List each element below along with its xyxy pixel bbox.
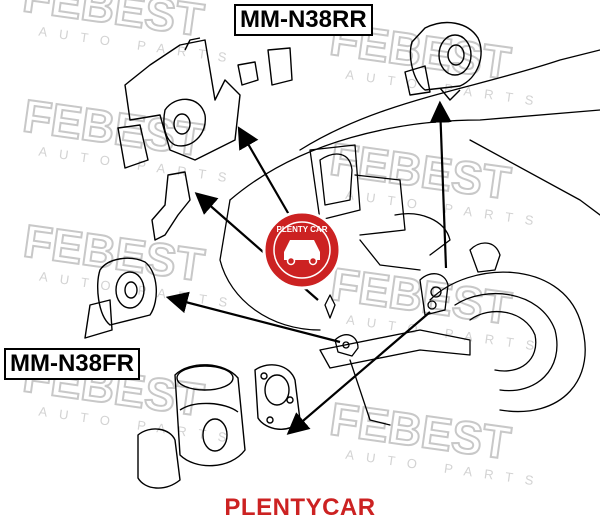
footer-brand: PLENTYCAR [224,494,376,521]
fender-outline [299,49,600,151]
rod [324,294,336,319]
strut-tower [469,242,501,273]
front-mount-part [84,257,157,339]
mount-bolt [342,341,350,349]
body-line [469,139,600,216]
arrow-lower-mount [286,311,431,435]
arrow-upper-bracket [237,126,296,226]
wheel-arch-outer [429,271,586,413]
engine-detail [354,174,406,236]
subframe [349,359,391,426]
engine-detail [359,239,421,271]
car-icon [284,240,320,260]
rear-mount-part [404,21,482,101]
arrow-rear-mount [429,100,452,269]
upper-bracket-part [117,37,293,241]
hood-outline [229,109,600,201]
plentycar-badge: PLENTY CAR [262,210,342,290]
mount-bolt [427,300,437,310]
mount-bolt [430,286,442,298]
bay-edge [219,199,321,331]
part-label-rear-mount: MM-N38RR [234,4,373,36]
trans-mount [419,273,449,316]
small-mount [334,334,359,357]
subframe [319,329,471,369]
arrow-front-mount [165,291,341,344]
engine-detail [394,213,451,256]
engine-bay-drawing [219,49,600,426]
badge-text: PLENTY CAR [277,225,328,234]
wheel-arch-inner [454,293,558,392]
part-label-front-mount: MM-N38FR [4,348,140,380]
wheel-arch-ring [469,310,537,372]
engine-head [319,153,353,206]
engine-block [309,144,361,221]
